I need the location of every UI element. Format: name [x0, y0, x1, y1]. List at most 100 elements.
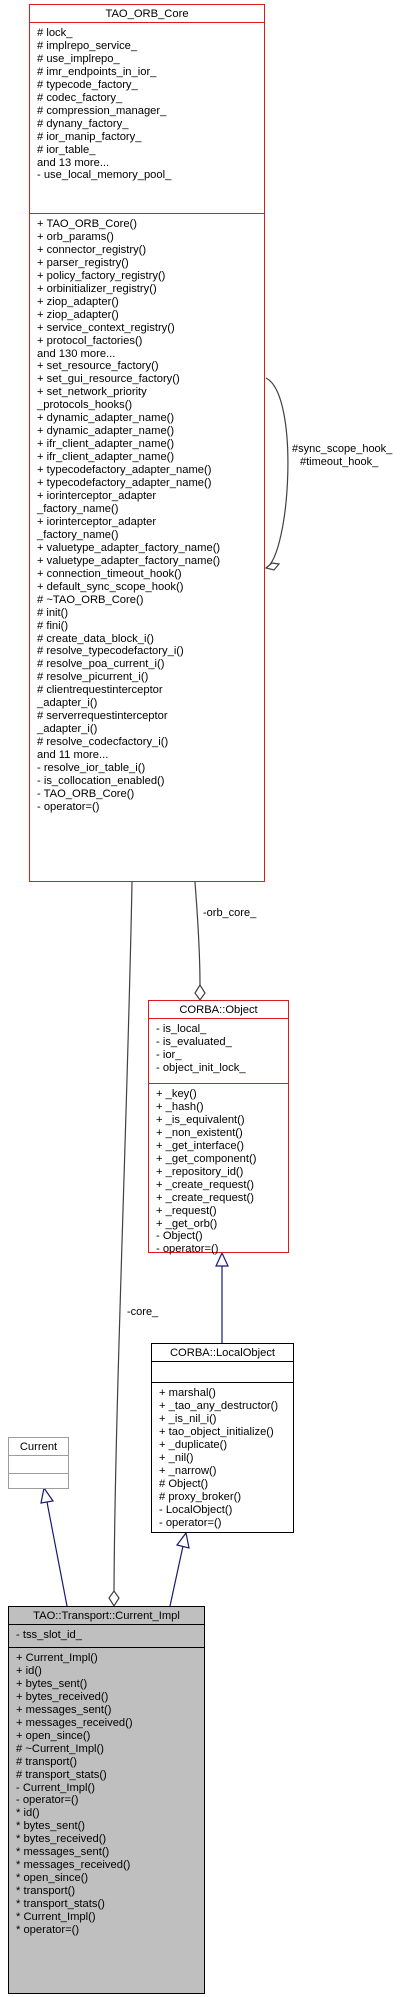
class-corba-object[interactable]: CORBA::Object - is_local_- is_evaluated_… — [148, 1000, 289, 1255]
operation-item: + dynamic_adapter_name() — [37, 425, 175, 438]
operation-item: - operator=() — [159, 1516, 222, 1529]
attribute-item: - use_local_memory_pool_ — [37, 169, 172, 182]
operations-section: + marshal()+ _tao_any_destructor()+ _is_… — [152, 1382, 293, 1533]
operation-item: + service_context_registry() — [37, 321, 175, 334]
operation-item: # serverrequestinterceptor — [37, 710, 168, 723]
operation-item: + protocol_factories() — [37, 334, 143, 347]
operation-item: + set_network_priority — [37, 386, 147, 399]
operation-item: - operator=() — [156, 1243, 219, 1256]
orb-core-edge — [194, 881, 201, 986]
attribute-item: - ior_ — [156, 1048, 182, 1061]
class-corba-localobject[interactable]: CORBA::LocalObject + marshal()+ _tao_any… — [151, 1343, 294, 1533]
operation-item: + typecodefactory_adapter_name() — [37, 477, 212, 490]
operations-section: + TAO_ORB_Core()+ orb_params()+ connecto… — [30, 213, 264, 818]
attribute-item: # implrepo_service_ — [37, 39, 138, 52]
operation-item: + _get_orb() — [156, 1217, 218, 1230]
operation-item: * id() — [16, 1807, 40, 1820]
operation-item: + dynamic_adapter_name() — [37, 412, 175, 425]
operation-item: + open_since() — [16, 1729, 91, 1742]
operation-item: + bytes_received() — [16, 1690, 109, 1703]
operation-item: + iorinterceptor_adapter — [37, 490, 157, 503]
attribute-item: # ior_table_ — [37, 143, 96, 156]
operation-item: + _tao_any_destructor() — [159, 1399, 279, 1412]
class-title: CORBA::Object — [149, 1001, 288, 1019]
operation-item: + ifr_client_adapter_name() — [37, 438, 175, 451]
operation-item: + orb_params() — [37, 230, 114, 243]
self-loop-diamond — [264, 562, 281, 571]
operation-item: + id() — [16, 1664, 42, 1677]
operation-item: # clientrequestinterceptor — [37, 684, 163, 697]
class-title: CORBA::LocalObject — [152, 1344, 293, 1362]
operation-item: # transport() — [16, 1755, 77, 1768]
impl-to-current-edge — [46, 1501, 68, 1607]
operation-item: + ziop_adapter() — [37, 308, 119, 321]
operation-item: _protocols_hooks() — [37, 399, 133, 412]
core-label: -core_ — [127, 1306, 159, 1318]
operation-item: - Object() — [156, 1230, 203, 1243]
attribute-item: - tss_slot_id_ — [16, 1629, 82, 1641]
orb-core-label: -orb_core_ — [203, 907, 257, 919]
attributes-section: # lock_# implrepo_service_# use_implrepo… — [30, 23, 264, 213]
operation-item: # resolve_poa_current_i() — [37, 658, 165, 671]
operation-item: # ~TAO_ORB_Core() — [37, 593, 144, 606]
operation-item: + orbinitializer_registry() — [37, 282, 157, 295]
operation-item: * open_since() — [16, 1872, 89, 1885]
attribute-item: # typecode_factory_ — [37, 78, 138, 91]
operation-item: + _nil() — [159, 1451, 194, 1464]
operations-section: + _key()+ _hash()+ _is_equivalent()+ _no… — [149, 1083, 288, 1260]
operation-item: and 11 more... — [37, 749, 109, 762]
attribute-item: # ior_manip_factory_ — [37, 130, 142, 143]
operation-item: * operator=() — [16, 1924, 80, 1937]
localobject-to-object-arrow — [215, 1251, 229, 1267]
attribute-item: - is_evaluated_ — [156, 1035, 232, 1048]
operation-item: - is_collocation_enabled() — [37, 774, 165, 787]
attribute-item: and 13 more... — [37, 156, 110, 169]
attribute-item: - is_local_ — [156, 1023, 207, 1035]
operation-item: + ziop_adapter() — [37, 295, 119, 308]
operation-item: - operator=() — [37, 800, 100, 813]
operation-item: + _duplicate() — [159, 1438, 228, 1451]
operation-item: _adapter_i() — [37, 723, 98, 736]
attribute-item: # lock_ — [37, 27, 73, 39]
class-tao-orb-core[interactable]: TAO_ORB_Core # lock_# implrepo_service_#… — [29, 4, 265, 882]
operation-item: + default_sync_scope_hook() — [37, 580, 184, 593]
operation-item: + _repository_id() — [156, 1165, 244, 1178]
attribute-item: # imr_endpoints_in_ior_ — [37, 65, 157, 78]
self-loop-label-timeout: #timeout_hook_ — [300, 456, 379, 468]
operation-item: # init() — [37, 606, 69, 619]
attributes-section — [152, 1362, 293, 1382]
operation-item: - Current_Impl() — [16, 1781, 95, 1794]
operation-item: # resolve_codecfactory_i() — [37, 736, 169, 749]
operation-item: + _get_component() — [156, 1152, 257, 1165]
operation-item: * bytes_received() — [16, 1833, 107, 1846]
operation-item: - resolve_ior_table_i() — [37, 762, 146, 775]
impl-to-localobject-arrow — [175, 1531, 190, 1549]
impl-to-current-arrow — [40, 1486, 55, 1504]
operation-item: * transport_stats() — [16, 1898, 105, 1911]
operation-item: # resolve_typecodefactory_i() — [37, 645, 184, 658]
class-current-impl[interactable]: TAO::Transport::Current_Impl - tss_slot_… — [8, 1606, 205, 1994]
attributes-section: - tss_slot_id_ — [9, 1625, 204, 1647]
attribute-item: # dynany_factory_ — [37, 117, 129, 130]
operation-item: - operator=() — [16, 1794, 79, 1807]
operation-item: + set_resource_factory() — [37, 360, 159, 373]
attribute-item: # codec_factory_ — [37, 91, 123, 104]
operation-item: + _get_interface() — [156, 1139, 244, 1152]
operations-section — [9, 1473, 68, 1490]
operation-item: # Object() — [159, 1477, 209, 1490]
operation-item: + _non_existent() — [156, 1126, 243, 1139]
operation-item: and 130 more... — [37, 347, 116, 360]
operation-item: # ~Current_Impl() — [16, 1742, 104, 1755]
attributes-section: - is_local_- is_evaluated_- ior_- object… — [149, 1019, 288, 1083]
operation-item: * messages_sent() — [16, 1846, 110, 1859]
class-current[interactable]: Current — [8, 1437, 69, 1489]
operation-item: * Current_Impl() — [16, 1911, 96, 1924]
operation-item: + _is_equivalent() — [156, 1113, 245, 1126]
operation-item: + _request() — [156, 1204, 217, 1217]
orb-core-diamond — [194, 983, 206, 1002]
operation-item: - TAO_ORB_Core() — [37, 787, 135, 800]
operation-item: + _create_request() — [156, 1191, 254, 1204]
operation-item: + parser_registry() — [37, 256, 129, 269]
operation-item: + _narrow() — [159, 1464, 217, 1477]
